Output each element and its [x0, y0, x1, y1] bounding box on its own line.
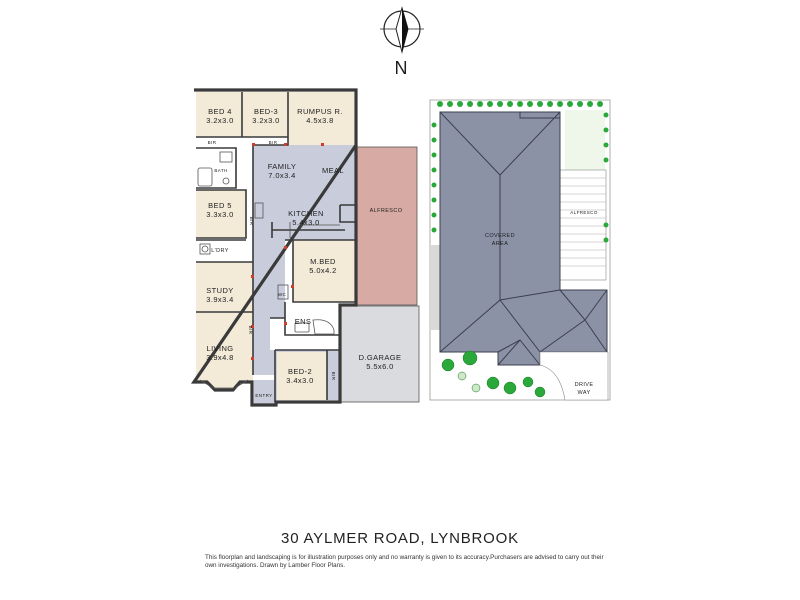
study-size: 3.9x3.4	[206, 295, 233, 304]
bed3-label: BED-3	[254, 107, 278, 116]
laundry-floor	[196, 240, 246, 260]
study-floor	[196, 262, 253, 312]
bir-label: BIR	[208, 140, 217, 145]
kitchen-size: 5.4x3.0	[292, 218, 319, 227]
bed5-label: BED 5	[208, 201, 232, 210]
study-label: STUDY	[206, 286, 233, 295]
driveway-label: DRIVE	[575, 382, 594, 388]
driveway	[539, 351, 609, 401]
meal-label: MEAL	[322, 166, 344, 175]
wc-label: WC	[278, 292, 287, 297]
alfresco-pergola: ALFRESCO	[559, 169, 607, 281]
garage-label: D.GARAGE	[359, 353, 402, 362]
front-garden-plants	[441, 350, 546, 398]
bed2-size: 3.4x3.0	[286, 376, 313, 385]
rumpus-label: RUMPUS R.	[297, 107, 343, 116]
site-plan: ALFRESCO COVERED AREA	[429, 99, 611, 401]
living-label: LIVING	[207, 344, 234, 353]
garage-area	[340, 306, 419, 402]
bed3-floor	[242, 92, 288, 137]
alfresco-area	[357, 147, 417, 305]
rumpus-size: 4.5x3.8	[306, 116, 333, 125]
ensuite-floor	[285, 302, 340, 335]
driveway-label-2: WAY	[577, 390, 590, 396]
ensuite-label: ENS	[295, 317, 312, 326]
living-size: 3.9x4.8	[206, 353, 233, 362]
bed5-size: 3.3x3.0	[206, 210, 233, 219]
living-floor	[196, 312, 253, 390]
lawn-patch	[565, 110, 605, 170]
disclaimer-text: This floorplan and landscaping is for il…	[205, 554, 604, 569]
bed4-size: 3.2x3.0	[206, 116, 233, 125]
door-markers	[251, 143, 324, 360]
bir-label: BIR	[269, 140, 278, 145]
bed4-floor	[196, 92, 242, 137]
bir-label: BIR	[249, 217, 254, 226]
family-size: 7.0x3.4	[268, 171, 295, 180]
alfresco-label: ALFRESCO	[370, 208, 403, 214]
laundry-label: L'DRY	[211, 248, 229, 254]
compass-north-label: N	[395, 58, 408, 78]
bir-label: BIR	[248, 326, 253, 335]
mbed-floor	[293, 240, 355, 302]
property-address: 30 AYLMER ROAD, LYNBROOK	[281, 530, 519, 547]
rumpus-floor	[288, 92, 354, 145]
entry-label: ENTRY	[255, 393, 272, 398]
kitchen-label: KITCHEN	[288, 209, 324, 218]
bath-label: BATH	[214, 168, 227, 173]
covered-area-label-2: AREA	[492, 241, 509, 247]
family-label: FAMILY	[268, 162, 297, 171]
north-compass: N	[380, 6, 424, 78]
hedge-row	[431, 101, 609, 243]
bed2-label: BED-2	[288, 367, 312, 376]
bed5-floor	[196, 190, 246, 238]
covered-area-label: COVERED	[485, 233, 515, 239]
entry-floor	[254, 380, 276, 405]
bed2-floor	[277, 352, 327, 400]
bed3-size: 3.2x3.0	[252, 116, 279, 125]
outer-walls	[190, 88, 358, 407]
garage-size: 5.5x6.0	[366, 362, 393, 371]
mbed-label: M.BED	[310, 257, 336, 266]
mbed-size: 5.0x4.2	[309, 266, 336, 275]
bir-label: BIR	[331, 372, 336, 381]
site-alfresco-label: ALFRESCO	[570, 210, 598, 215]
house-floorplan: BED 4 3.2x3.0 BED-3 3.2x3.0 RUMPUS R. 4.…	[190, 88, 420, 407]
garden-strip	[430, 245, 440, 330]
bed4-label: BED 4	[208, 107, 232, 116]
living-circulation-zone	[253, 145, 356, 400]
